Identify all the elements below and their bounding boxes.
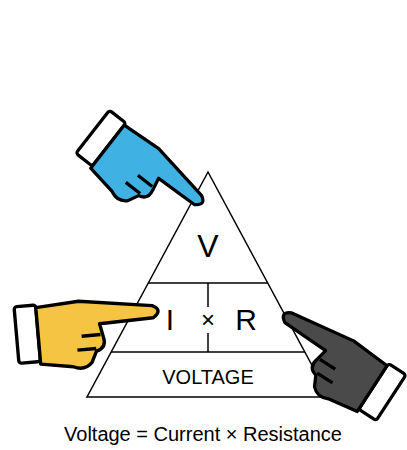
pointing-hand [257, 301, 406, 429]
formula-cell: I [152, 300, 188, 340]
node-text: VOLTAGE [162, 367, 254, 387]
node-text: I [166, 305, 174, 335]
formula-cell: V [186, 224, 230, 268]
formula-cell: R [226, 300, 266, 340]
pointing-hand [70, 110, 212, 241]
node-text: R [235, 305, 257, 335]
quantity-band: VOLTAGE [133, 362, 283, 392]
formula-caption: Voltage = Current × Resistance [0, 420, 407, 448]
node-text: V [197, 230, 218, 262]
pointing-hand [14, 294, 162, 373]
times-sign: × [197, 307, 219, 333]
triangle-outline [87, 172, 329, 397]
